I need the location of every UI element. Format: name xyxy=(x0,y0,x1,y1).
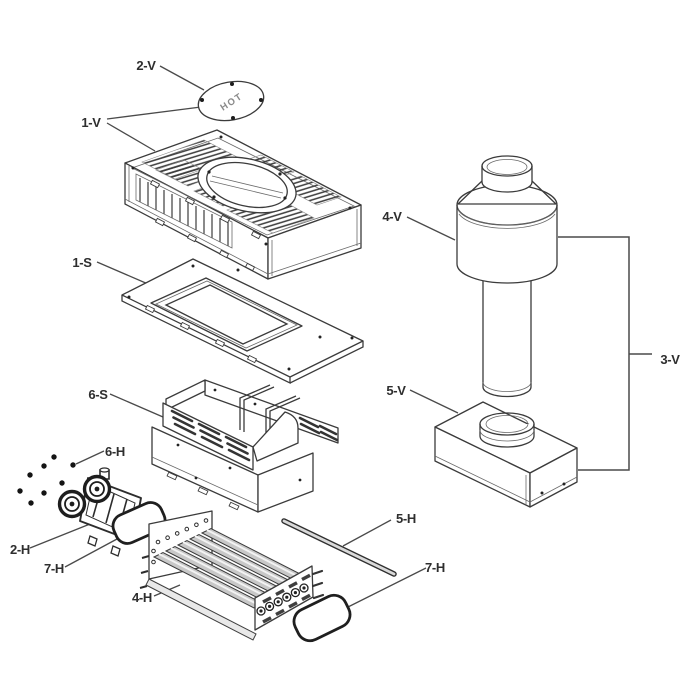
label-6h: 6-H xyxy=(105,444,125,459)
part-1s-top-plate xyxy=(121,258,364,385)
front-louvers xyxy=(139,178,229,246)
label-4v: 4-V xyxy=(382,209,402,224)
label-2h: 2-H xyxy=(10,542,30,557)
part-5h-rod xyxy=(281,518,397,577)
part-4h-burner-assembly xyxy=(139,510,325,641)
part-7h-gasket-right xyxy=(292,593,352,643)
flue-ring xyxy=(197,156,297,214)
venturi-bells xyxy=(57,474,112,519)
label-7h-left: 7-H xyxy=(44,561,64,576)
leader-lines xyxy=(29,65,459,609)
label-1s: 1-S xyxy=(72,255,92,270)
label-6s: 6-S xyxy=(88,387,108,402)
part-2v-hot-plate: HOT xyxy=(197,80,265,122)
label-5h: 5-H xyxy=(396,511,416,526)
label-4h: 4-H xyxy=(132,590,152,605)
orifice-spuds xyxy=(256,583,309,616)
part-5v-vent-box xyxy=(434,401,578,508)
label-7h-right: 7-H xyxy=(425,560,445,575)
part-labels: 2-V 1-V 1-S 6-S 6-H 2-H 7-H 4-H 5-H 7-H … xyxy=(10,58,681,605)
edge-clips xyxy=(149,179,262,272)
label-2v: 2-V xyxy=(136,58,156,73)
label-5v: 5-V xyxy=(386,383,406,398)
plate-clips xyxy=(144,304,258,364)
base-tabs xyxy=(166,471,240,511)
burner-tubes xyxy=(152,527,313,609)
part-4v-vent-cap xyxy=(456,155,558,398)
part-6h-screws xyxy=(17,454,76,506)
label-1v: 1-V xyxy=(81,115,101,130)
part-6s-burner-box xyxy=(151,379,339,513)
bracket-3v xyxy=(558,236,652,471)
part-1v-louvered-enclosure xyxy=(124,129,362,280)
label-3v: 3-V xyxy=(660,352,680,367)
